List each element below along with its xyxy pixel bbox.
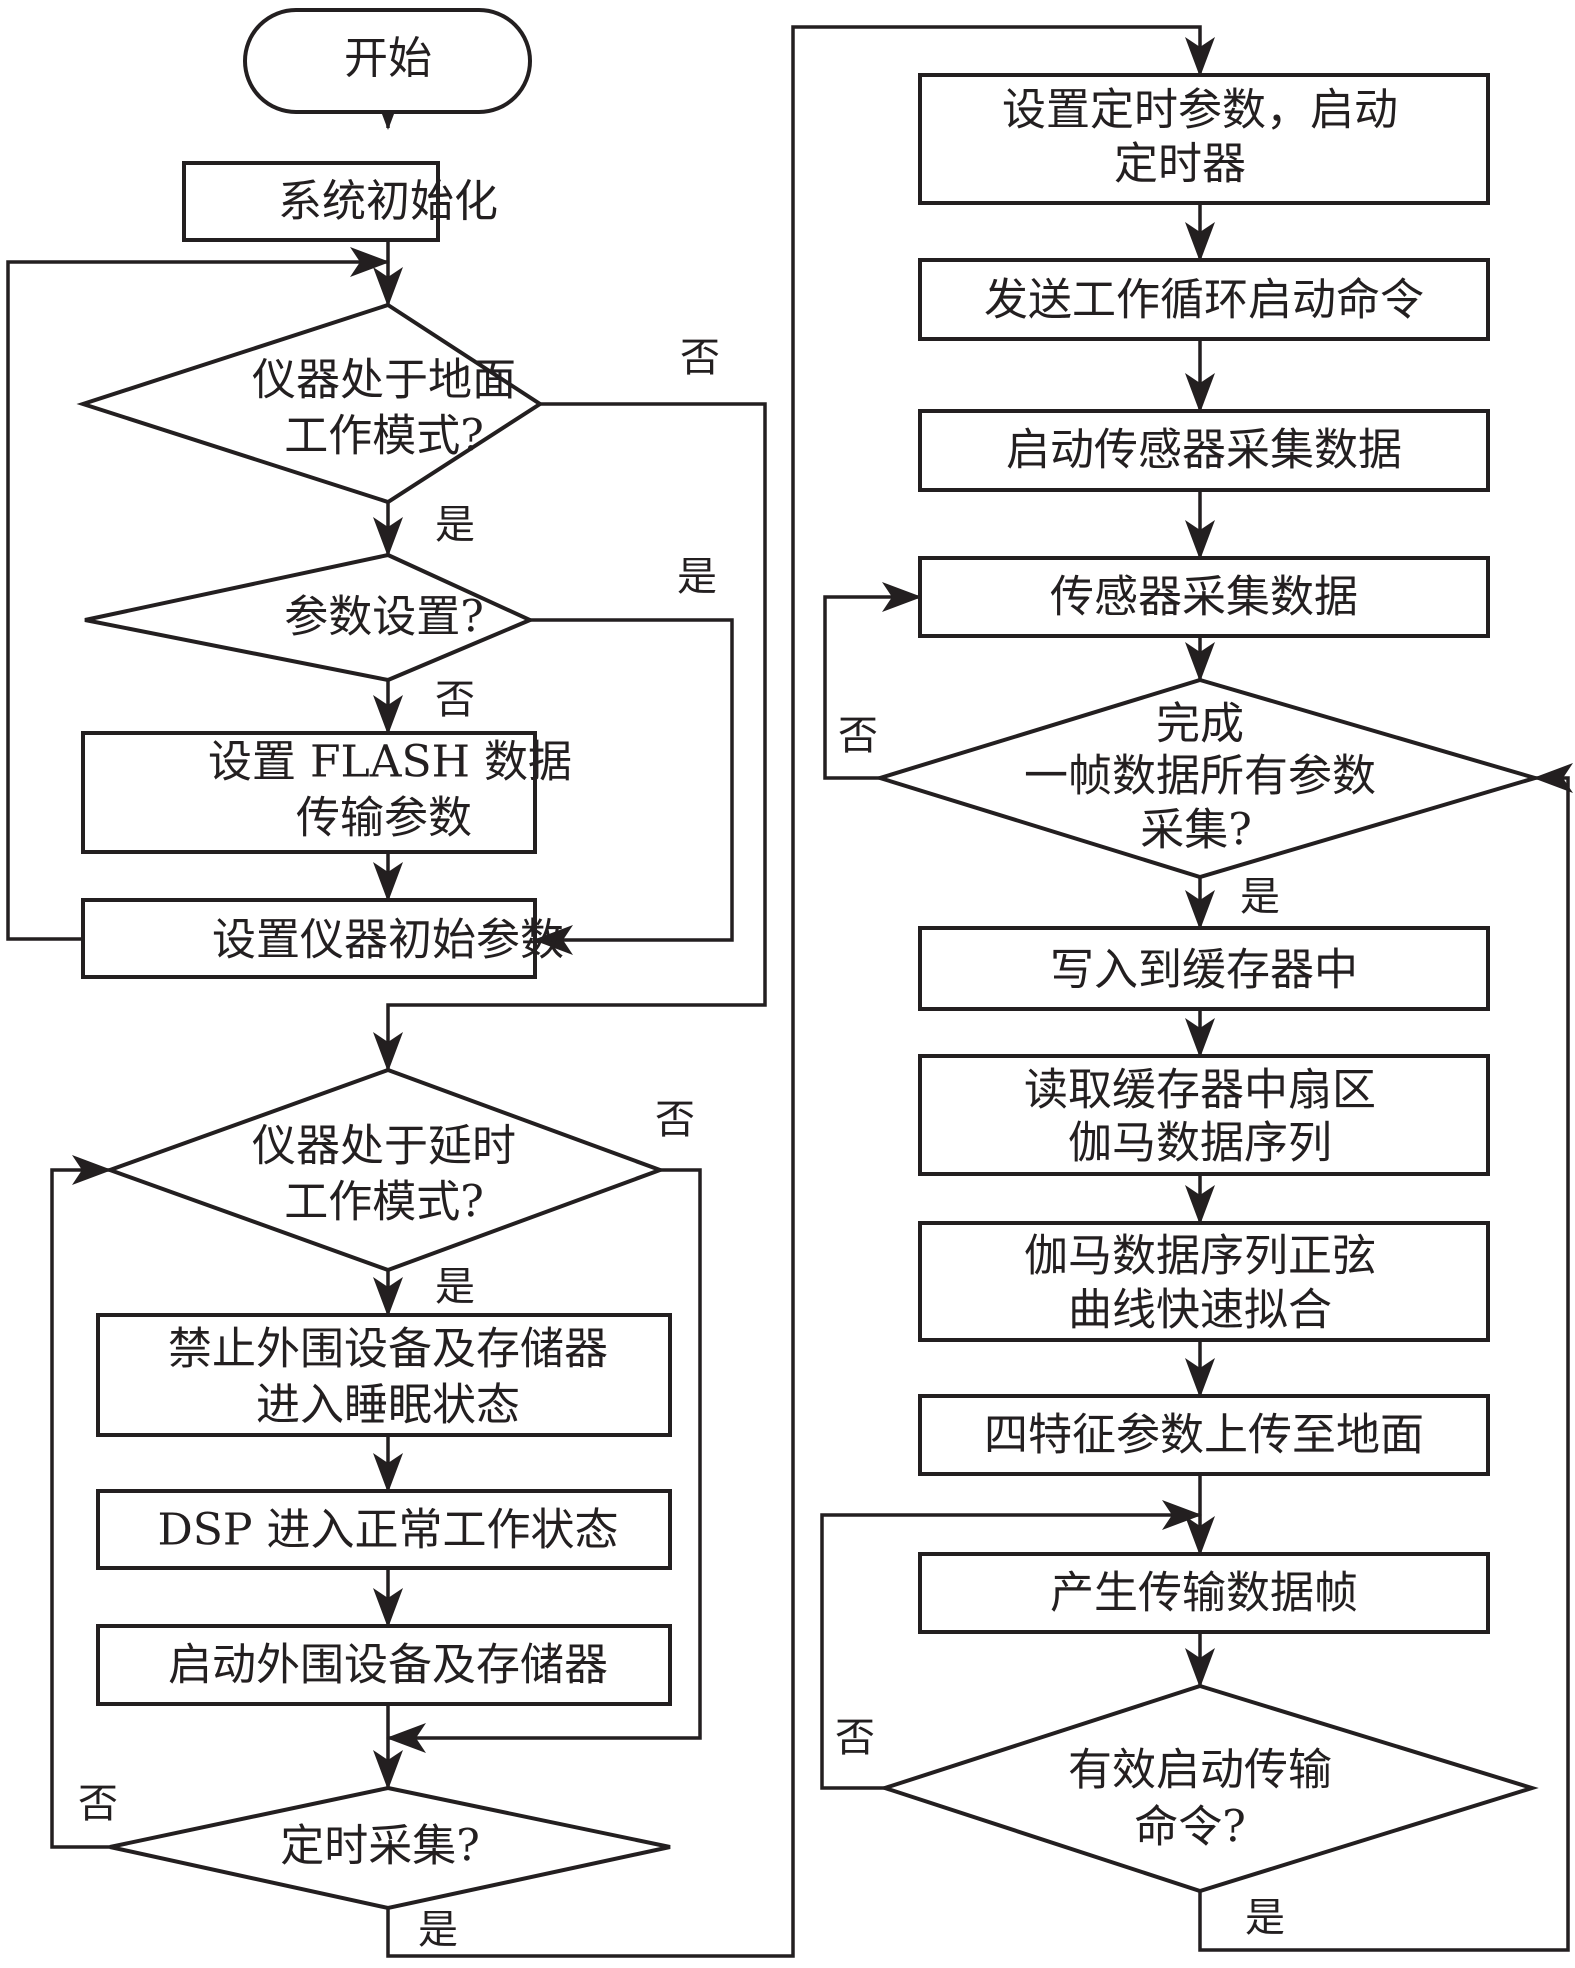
sleep-periph-label-1: 禁止外围设备及存储器 [168,1324,608,1375]
set-timer-label-2: 定时器 [1114,139,1246,190]
edge-ground-mode-no [373,402,767,1072]
frame-done-no-label: 否 [838,713,878,759]
flash-param-label-2: 传输参数 [296,793,472,844]
read-buf-box [918,1054,1490,1176]
start-periph-box [96,1624,672,1706]
set-timer-label-1: 设置定时参数，启动 [1002,85,1398,136]
edge-timed-acq-no [50,1155,112,1849]
nodes [76,8,1543,1911]
upload-label: 四特征参数上传至地面 [984,1410,1424,1461]
timed-acq-no-label: 否 [78,1781,118,1827]
ground-mode-no-label: 否 [680,335,720,381]
edge-valid-cmd-no [820,1500,1202,1790]
init-param-box [81,898,537,979]
connectors [6,25,1573,1958]
timed-acq-label: 定时采集? [280,1821,480,1872]
ground-mode-diamond [76,302,544,505]
timed-acq-diamond [109,1785,671,1911]
frame-done-yes-label: 是 [1240,874,1280,920]
edge-valid-cmd-yes [1198,763,1573,1952]
start-periph-label: 启动外围设备及存储器 [168,1640,608,1691]
valid-cmd-diamond [878,1683,1539,1894]
valid-cmd-no-label: 否 [835,1715,875,1761]
dsp-normal-box [96,1489,672,1570]
upload-box [918,1394,1490,1476]
delay-mode-label-1: 仪器处于延时 [252,1121,516,1172]
gen-frame-label: 产生传输数据帧 [1050,1568,1358,1619]
param-set-label: 参数设置? [284,592,484,643]
frame-done-label-1: 完成 [1156,699,1244,750]
frame-done-label-3: 采集? [1140,805,1252,856]
sensor-acq-box [918,556,1490,638]
param-set-yes-label: 是 [677,554,717,600]
start-terminator [243,8,532,114]
edge-labels: 否 是 是 否 否 是 否 是 否 是 否 是 [78,335,1285,1953]
frame-done-label-2: 一帧数据所有参数 [1024,751,1376,802]
valid-cmd-label-1: 有效启动传输 [1068,1745,1332,1796]
edge-frame-done-no [823,582,922,780]
valid-cmd-label-2: 命令? [1134,1802,1246,1853]
gen-frame-box [918,1552,1490,1634]
set-timer-box [918,73,1490,205]
ground-mode-label-2: 工作模式? [284,411,484,462]
sleep-periph-label-2: 进入睡眠状态 [256,1380,520,1431]
sine-fit-box [918,1221,1490,1342]
edge-init-param-loop-back [6,247,390,941]
param-set-diamond [84,552,535,683]
send-cmd-label: 发送工作循环启动命令 [984,275,1424,326]
start-sensor-label: 启动传感器采集数据 [1006,425,1402,476]
flash-param-label-1: 设置 FLASH 数据 [208,737,572,788]
flash-param-box [81,731,537,854]
ground-mode-yes-label: 是 [435,502,475,548]
start-label: 开始 [344,33,432,84]
write-buf-label: 写入到缓存器中 [1050,945,1358,996]
node-labels: 开始 系统初始化 仪器处于地面 工作模式? 参数设置? 设置 FLASH 数据 … [157,33,1424,1872]
valid-cmd-yes-label: 是 [1245,1895,1285,1941]
delay-mode-no-label: 否 [655,1097,695,1143]
init-param-label: 设置仪器初始参数 [212,915,564,966]
sys-init-box [182,161,440,242]
param-set-no-label: 否 [435,677,475,723]
frame-done-diamond [873,677,1543,880]
send-cmd-box [918,258,1490,341]
write-buf-box [918,926,1490,1011]
delay-mode-label-2: 工作模式? [284,1177,484,1228]
ground-mode-label-1: 仪器处于地面 [252,355,516,406]
edge-param-set-yes [530,618,734,955]
sine-fit-label-2: 曲线快速拟合 [1068,1285,1332,1336]
sys-init-label: 系统初始化 [278,176,498,227]
start-sensor-box [918,409,1490,492]
sine-fit-label-1: 伽马数据序列正弦 [1024,1231,1376,1282]
sensor-acq-label: 传感器采集数据 [1050,572,1358,623]
timed-acq-yes-label: 是 [418,1907,458,1953]
dsp-normal-label: DSP 进入正常工作状态 [157,1505,618,1556]
edge-timed-acq-yes [386,25,1215,1958]
delay-mode-diamond [104,1067,666,1273]
delay-mode-yes-label: 是 [435,1264,475,1310]
read-buf-label-2: 伽马数据序列 [1068,1118,1332,1169]
read-buf-label-1: 读取缓存器中扇区 [1024,1065,1376,1116]
sleep-periph-box [96,1313,672,1437]
edge-delay-mode-no [386,1168,702,1753]
